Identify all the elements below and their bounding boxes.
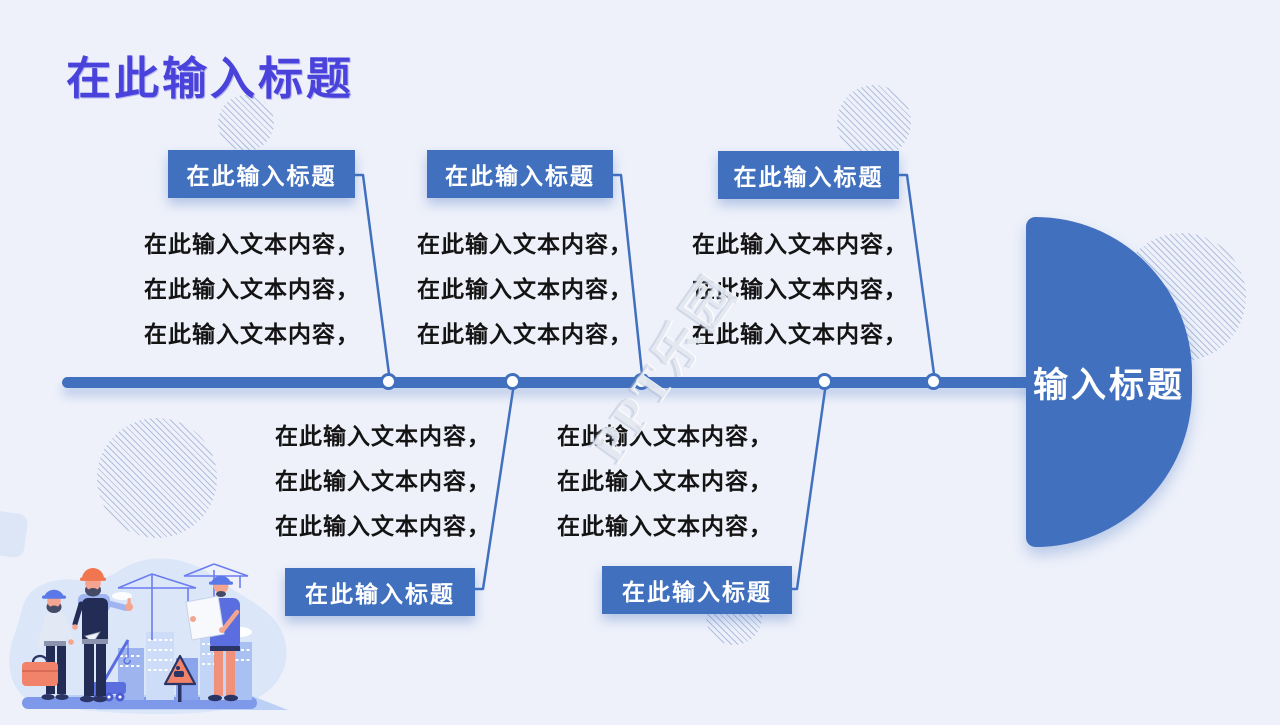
hatch-circle-under-title	[218, 95, 274, 151]
spine-node-5	[925, 373, 942, 390]
page-title[interactable]: 在此输入标题	[66, 54, 355, 104]
branch-box-label: 在此输入标题	[622, 580, 772, 605]
branch-text-bottom-2[interactable]: 在此输入文本内容， 在此输入文本内容， 在此输入文本内容，	[555, 414, 775, 549]
branch-box-top-1[interactable]: 在此输入标题	[168, 150, 355, 198]
hatch-circle-top-right	[837, 85, 911, 159]
text-line: 在此输入文本内容，	[144, 232, 360, 257]
fishbone-head-label: 输入标题	[1032, 365, 1185, 405]
spine-node-3	[633, 373, 650, 390]
fishbone-spine	[62, 377, 1037, 388]
text-line: 在此输入文本内容，	[557, 424, 773, 449]
construction-workers-illustration	[0, 540, 300, 720]
text-line: 在此输入文本内容，	[692, 232, 908, 257]
branch-text-bottom-1[interactable]: 在此输入文本内容， 在此输入文本内容， 在此输入文本内容，	[273, 414, 493, 549]
spine-node-4	[816, 373, 833, 390]
text-line: 在此输入文本内容，	[692, 322, 908, 347]
branch-text-top-3[interactable]: 在此输入文本内容， 在此输入文本内容， 在此输入文本内容，	[690, 222, 910, 357]
text-line: 在此输入文本内容，	[144, 277, 360, 302]
branch-box-label: 在此输入标题	[445, 164, 595, 189]
hatch-circle-left	[97, 418, 217, 538]
text-line: 在此输入文本内容，	[417, 322, 633, 347]
construction-scene	[9, 558, 288, 715]
connector-bottom-2	[788, 388, 827, 591]
branch-box-label: 在此输入标题	[186, 164, 337, 189]
text-line: 在此输入文本内容，	[144, 322, 360, 347]
branch-box-top-2[interactable]: 在此输入标题	[427, 150, 613, 198]
branch-box-label: 在此输入标题	[305, 582, 455, 607]
text-line: 在此输入文本内容，	[417, 277, 633, 302]
branch-box-bottom-2[interactable]: 在此输入标题	[602, 566, 792, 614]
branch-text-top-2[interactable]: 在此输入文本内容， 在此输入文本内容， 在此输入文本内容，	[415, 222, 635, 357]
text-line: 在此输入文本内容，	[557, 469, 773, 494]
text-line: 在此输入文本内容，	[557, 514, 773, 539]
branch-box-label: 在此输入标题	[733, 165, 884, 190]
text-line: 在此输入文本内容，	[275, 469, 491, 494]
spine-node-1	[380, 373, 397, 390]
branch-box-bottom-1[interactable]: 在此输入标题	[285, 568, 475, 616]
text-line: 在此输入文本内容，	[275, 514, 491, 539]
spine-node-2	[504, 373, 521, 390]
text-line: 在此输入文本内容，	[275, 424, 491, 449]
branch-text-top-1[interactable]: 在此输入文本内容， 在此输入文本内容， 在此输入文本内容，	[142, 222, 362, 357]
text-line: 在此输入文本内容，	[692, 277, 908, 302]
text-line: 在此输入文本内容，	[417, 232, 633, 257]
branch-box-top-3[interactable]: 在此输入标题	[718, 151, 899, 199]
